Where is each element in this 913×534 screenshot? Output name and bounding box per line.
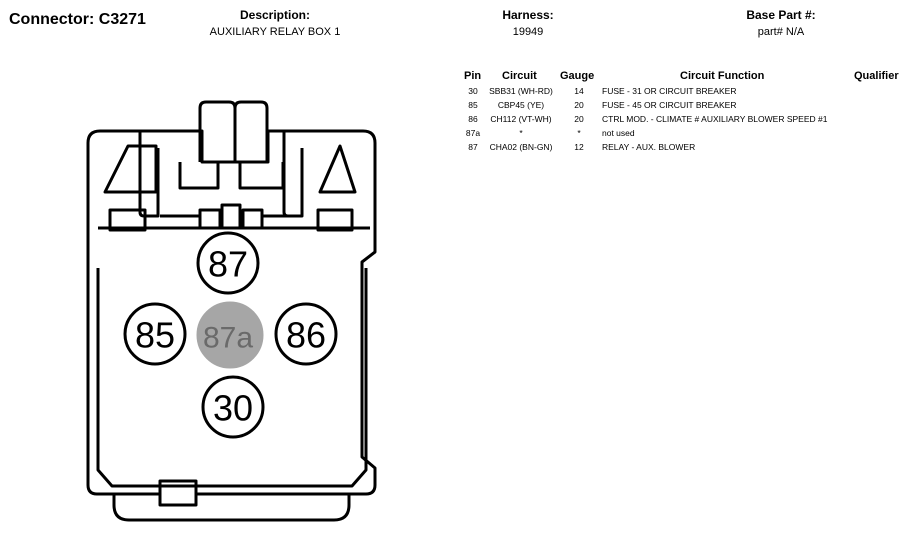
pin-cell: 86 — [468, 114, 478, 124]
header-gauge: Gauge — [560, 70, 595, 82]
function-cell: CTRL MOD. - CLIMATE # AUXILIARY BLOWER S… — [602, 114, 828, 124]
cavity-86-label: 86 — [286, 315, 326, 356]
function-cell: not used — [602, 128, 635, 138]
connector-label: Connector: — [9, 11, 95, 28]
gauge-cell: 20 — [574, 114, 584, 124]
cavity-30-label: 30 — [213, 388, 253, 429]
cavity-87a-circle — [196, 301, 264, 369]
cavity-85: 85 — [123, 302, 187, 366]
connector-id: C3271 — [98, 11, 146, 28]
cavity-30-circle — [201, 375, 265, 439]
connector-housing — [86, 100, 377, 522]
table-row: 86 CH112 (VT-WH) 20 CTRL MOD. - CLIMATE … — [456, 114, 908, 128]
description-value: AUXILIARY RELAY BOX 1 — [209, 26, 341, 38]
cavity-85-circle — [123, 302, 187, 366]
pin-cell: 87a — [465, 128, 481, 138]
function-cell: FUSE - 45 OR CIRCUIT BREAKER — [602, 100, 737, 110]
header-circuit-function: Circuit Function — [680, 70, 765, 82]
circuit-cell: CBP45 (YE) — [497, 100, 545, 110]
cavity-85-label: 85 — [135, 315, 175, 356]
header-qualifier: Qualifier — [854, 70, 899, 82]
gauge-cell: 12 — [574, 142, 584, 152]
cavity-87: 87 — [196, 231, 260, 295]
function-cell: RELAY - AUX. BLOWER — [602, 142, 696, 152]
gauge-cell: * — [577, 128, 581, 138]
pin-cell: 87 — [468, 142, 478, 152]
base-part-block: Base Part #: part# N/A — [681, 8, 881, 38]
table-row: 87a * * not used — [456, 128, 908, 142]
cavity-87-label: 87 — [208, 244, 248, 285]
gauge-cell: 20 — [574, 100, 584, 110]
pin-cell: 30 — [468, 86, 478, 96]
cavity-86-circle — [274, 302, 338, 366]
function-cell: FUSE - 31 OR CIRCUIT BREAKER — [602, 86, 737, 96]
table-row: 30 SBB31 (WH-RD) 14 FUSE - 31 OR CIRCUIT… — [456, 86, 908, 100]
cavity-87a-label: 87a — [203, 322, 253, 355]
base-part-value: part# N/A — [757, 26, 805, 38]
table-row: 87 CHA02 (BN-GN) 12 RELAY - AUX. BLOWER — [456, 142, 908, 156]
pin-cell: 85 — [468, 100, 478, 110]
harness-value: 19949 — [512, 26, 544, 38]
harness-block: Harness: 19949 — [428, 8, 628, 38]
circuit-cell: CH112 (VT-WH) — [490, 114, 552, 124]
table-row: 85 CBP45 (YE) 20 FUSE - 45 OR CIRCUIT BR… — [456, 100, 908, 114]
cavity-86: 86 — [274, 302, 338, 366]
description-label: Description: — [239, 8, 310, 22]
header-circuit: Circuit — [502, 70, 537, 82]
base-part-label: Base Part #: — [746, 8, 816, 22]
header-pin: Pin — [464, 70, 482, 82]
harness-label: Harness: — [502, 8, 554, 22]
gauge-cell: 14 — [574, 86, 584, 96]
cavity-30: 30 — [201, 375, 265, 439]
cavity-87a: 87a — [196, 301, 264, 369]
circuit-cell: SBB31 (WH-RD) — [489, 86, 553, 96]
cavity-87-circle — [196, 231, 260, 295]
connector-title: Connector: C3271 — [9, 11, 146, 29]
description-block: Description: AUXILIARY RELAY BOX 1 — [175, 8, 375, 38]
circuit-cell: * — [519, 128, 523, 138]
circuit-cell: CHA02 (BN-GN) — [489, 142, 553, 152]
